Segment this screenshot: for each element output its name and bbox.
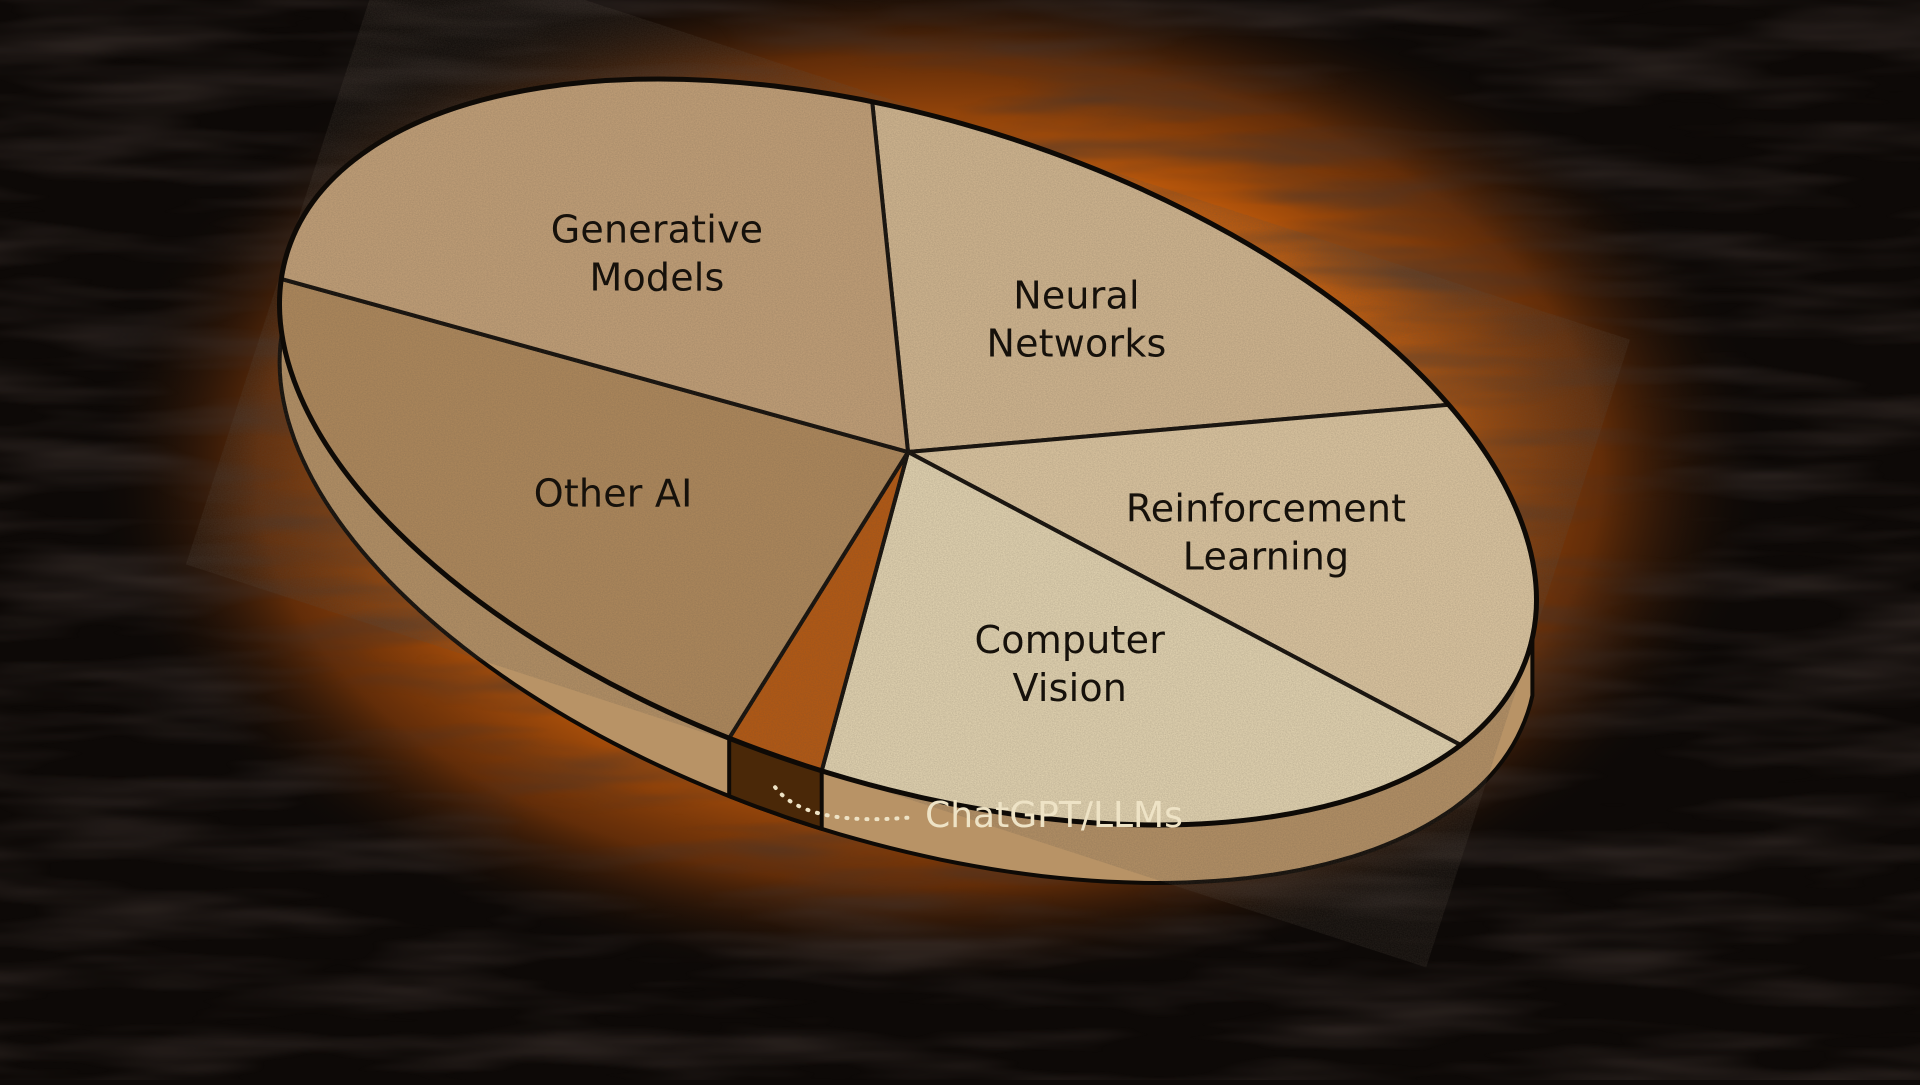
callout: ChatGPT/LLMs <box>773 785 1183 836</box>
slice-label-other-ai: Other AI <box>534 471 693 515</box>
pie-outline <box>277 76 1539 828</box>
pie-texture <box>279 79 1537 825</box>
callout-label-chatgpt-llms: ChatGPT/LLMs <box>925 795 1183 836</box>
callout-leader-line <box>773 785 916 822</box>
pie-slices <box>277 76 1539 828</box>
